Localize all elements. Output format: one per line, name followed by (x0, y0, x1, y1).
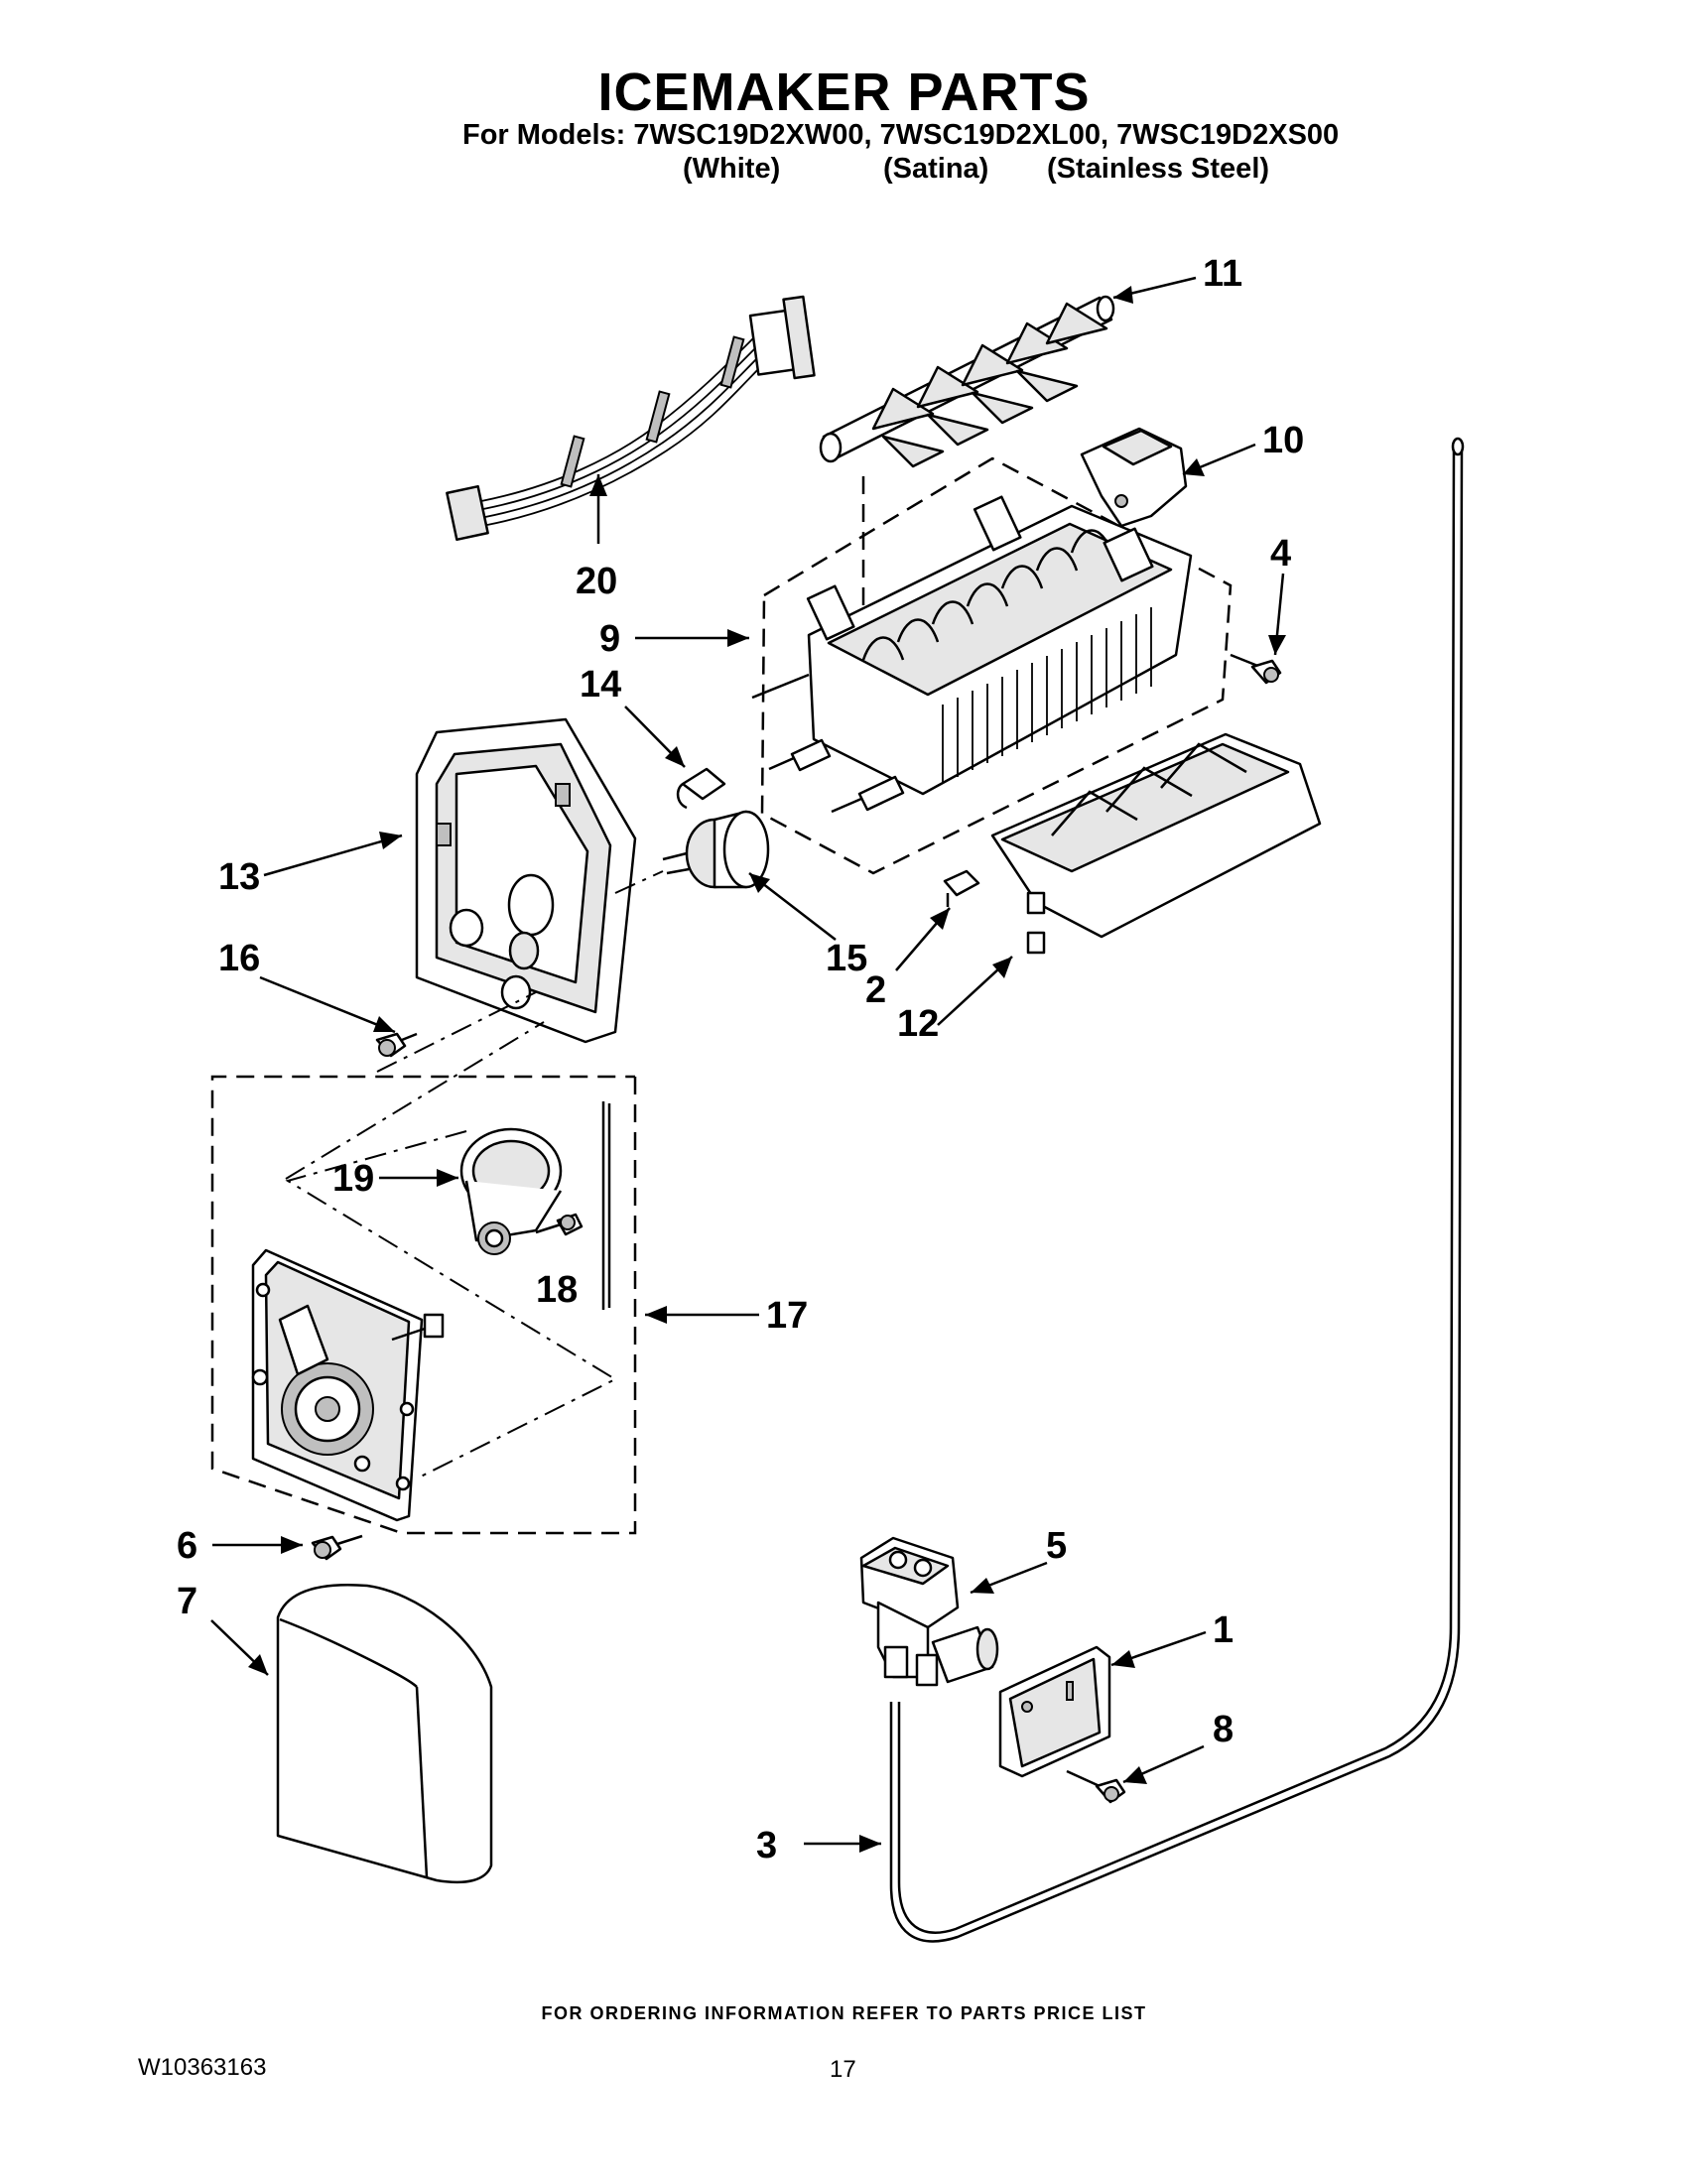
callout-20: 20 (576, 561, 617, 602)
callout-14: 14 (580, 664, 621, 706)
callout-10: 10 (1262, 420, 1304, 461)
callout-1: 1 (1213, 1609, 1234, 1651)
callout-9: 9 (599, 618, 620, 660)
callout-16: 16 (218, 938, 260, 979)
callout-4: 4 (1270, 533, 1291, 575)
cover-part-7 (276, 1584, 493, 1884)
support-plate-part-17 (251, 1248, 445, 1522)
screw-part-8 (1066, 1769, 1126, 1804)
callout-7: 7 (177, 1581, 197, 1622)
page-title: ICEMAKER PARTS (597, 63, 1091, 122)
water-valve-part-5 (859, 1536, 999, 1687)
callout-12: 12 (897, 1003, 939, 1045)
callout-19: 19 (332, 1158, 374, 1200)
document-number: W10363163 (138, 2054, 267, 2081)
screw-part-4 (1230, 653, 1282, 685)
callout-5: 5 (1046, 1525, 1067, 1567)
valve-bracket-part-1 (998, 1645, 1111, 1778)
color-white: (White) (683, 153, 781, 185)
callout-13: 13 (218, 856, 260, 898)
callout-15: 15 (826, 938, 867, 979)
bracket-part-10 (1080, 427, 1188, 528)
callout-6: 6 (177, 1525, 197, 1567)
callout-11: 11 (1203, 253, 1242, 295)
color-stainless: (Stainless Steel) (1047, 153, 1270, 185)
screw-part-18 (535, 1213, 584, 1236)
models-line: For Models: 7WSC19D2XW00, 7WSC19D2XL00, … (462, 119, 1340, 151)
screw-part-16 (375, 1032, 418, 1058)
fill-cup-part-12 (990, 732, 1322, 955)
ordering-note: FOR ORDERING INFORMATION REFER TO PARTS … (541, 2003, 1147, 2023)
callout-3: 3 (756, 1825, 777, 1866)
ejector-shaft-part (819, 295, 1115, 468)
water-tube-part-3 (889, 437, 1465, 1943)
wire-harness-part (446, 295, 816, 542)
clip-part-2 (943, 869, 980, 907)
ice-mold-part (751, 495, 1193, 814)
thermostat-part-15 (662, 810, 770, 889)
screw-part-6 (311, 1534, 363, 1561)
callout-8: 8 (1213, 1709, 1234, 1750)
callout-17: 17 (766, 1295, 808, 1337)
page-number: 17 (830, 2056, 856, 2083)
callout-2: 2 (865, 969, 886, 1011)
housing-part-13 (415, 717, 637, 1044)
motor-part-19 (459, 1101, 611, 1310)
clip-part-14 (676, 767, 726, 810)
color-satina: (Satina) (883, 153, 989, 185)
callout-18: 18 (536, 1269, 578, 1311)
